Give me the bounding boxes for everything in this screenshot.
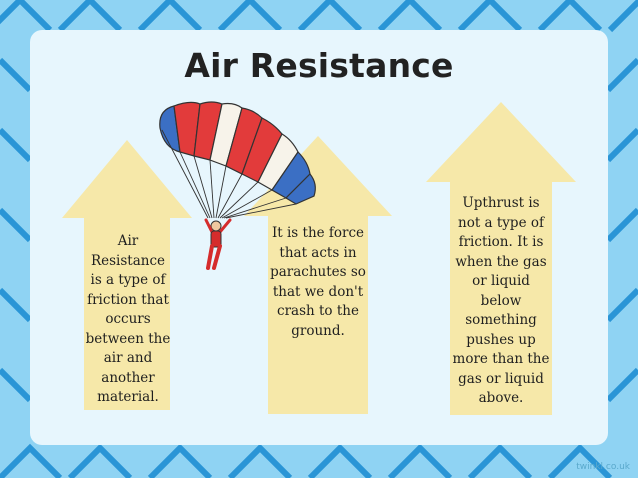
arrow-shape (62, 140, 192, 410)
watermark: twinkl.co.uk (576, 462, 630, 472)
parachute-icon (159, 101, 316, 270)
skydiver-icon (204, 218, 232, 270)
arrow-3-text: Upthrust is not a type of friction. It i… (452, 195, 550, 406)
arrow-shape (426, 102, 576, 415)
info-arrow-2: It is the force that acts in parachutes … (244, 136, 392, 414)
arrow-shape (244, 136, 392, 414)
info-arrow-1: Air Resistance is a type of friction tha… (62, 140, 192, 410)
page-title: Air Resistance (184, 46, 454, 85)
arrow-2-text: It is the force that acts in parachutes … (270, 225, 366, 339)
info-arrow-3: Upthrust is not a type of friction. It i… (426, 102, 576, 415)
arrow-1-text: Air Resistance is a type of friction tha… (85, 233, 171, 405)
